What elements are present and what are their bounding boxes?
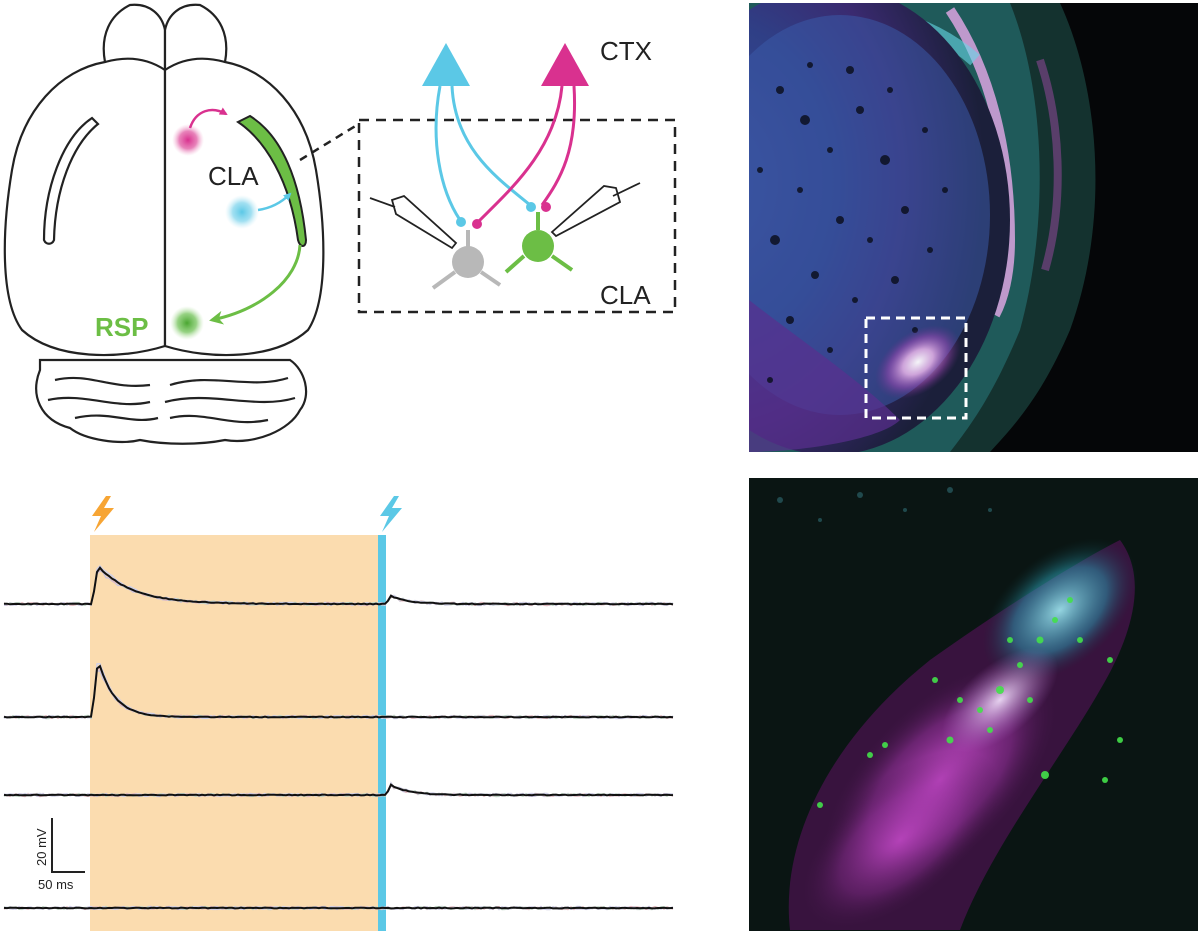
cyan-arrow <box>257 192 292 212</box>
cerebrum <box>3 3 325 357</box>
magenta-injection <box>172 124 204 156</box>
orange-light-window <box>90 535 382 931</box>
cyan-lightning-icon <box>380 496 402 532</box>
trace-rows <box>3 564 674 911</box>
green-neuron <box>504 212 574 274</box>
orange-lightning-icon <box>92 496 114 532</box>
callout-line <box>299 123 358 162</box>
grey-neuron <box>431 230 502 290</box>
traces-panel: 20 mV 50 ms <box>3 496 674 931</box>
right-pipette <box>550 182 641 238</box>
mean-trace <box>3 664 674 719</box>
roi-box <box>864 316 968 420</box>
scale-bar-voltage: 20 mV <box>34 828 49 866</box>
ctx-label: CTX <box>600 36 652 66</box>
magenta-terminal <box>472 219 482 229</box>
inset-cla-label: CLA <box>600 280 651 310</box>
claustrum-band <box>236 114 308 247</box>
scale-bar-time: 50 ms <box>38 877 74 892</box>
green-injection <box>170 306 204 340</box>
trace-row <box>3 564 674 607</box>
magenta-axon-2 <box>540 85 577 206</box>
mean-trace <box>3 906 674 910</box>
green-arrow <box>209 244 302 325</box>
cyan-terminal <box>456 217 466 227</box>
trace-row <box>3 781 674 798</box>
cyan-injection <box>225 195 259 229</box>
cyan-cortical-neuron <box>422 43 470 86</box>
rsp-label: RSP <box>95 312 148 342</box>
sulcus <box>42 116 100 245</box>
trace-row <box>3 662 674 720</box>
circuit-inset: CTX <box>357 36 677 314</box>
magenta-axon-1 <box>476 85 564 224</box>
cerebellum <box>35 358 308 445</box>
scale-bar: 20 mV 50 ms <box>34 818 85 892</box>
inset-box <box>357 118 677 314</box>
magenta-arrow <box>188 107 228 129</box>
coronal-micrograph <box>749 3 1198 452</box>
left-pipette <box>369 194 458 250</box>
magenta-terminal <box>541 202 551 212</box>
trace-row <box>3 905 674 911</box>
magenta-cortical-neuron <box>541 43 589 86</box>
cyan-axon-1 <box>434 85 462 221</box>
mean-trace <box>3 783 674 797</box>
cyan-axon-2 <box>450 85 531 207</box>
claustrum-micrograph <box>749 478 1198 931</box>
mean-trace <box>3 566 674 606</box>
cyan-light-pulse <box>378 535 386 931</box>
cla-label: CLA <box>208 161 259 191</box>
brain-schematic: CLA RSP <box>3 3 358 445</box>
cyan-terminal <box>526 202 536 212</box>
